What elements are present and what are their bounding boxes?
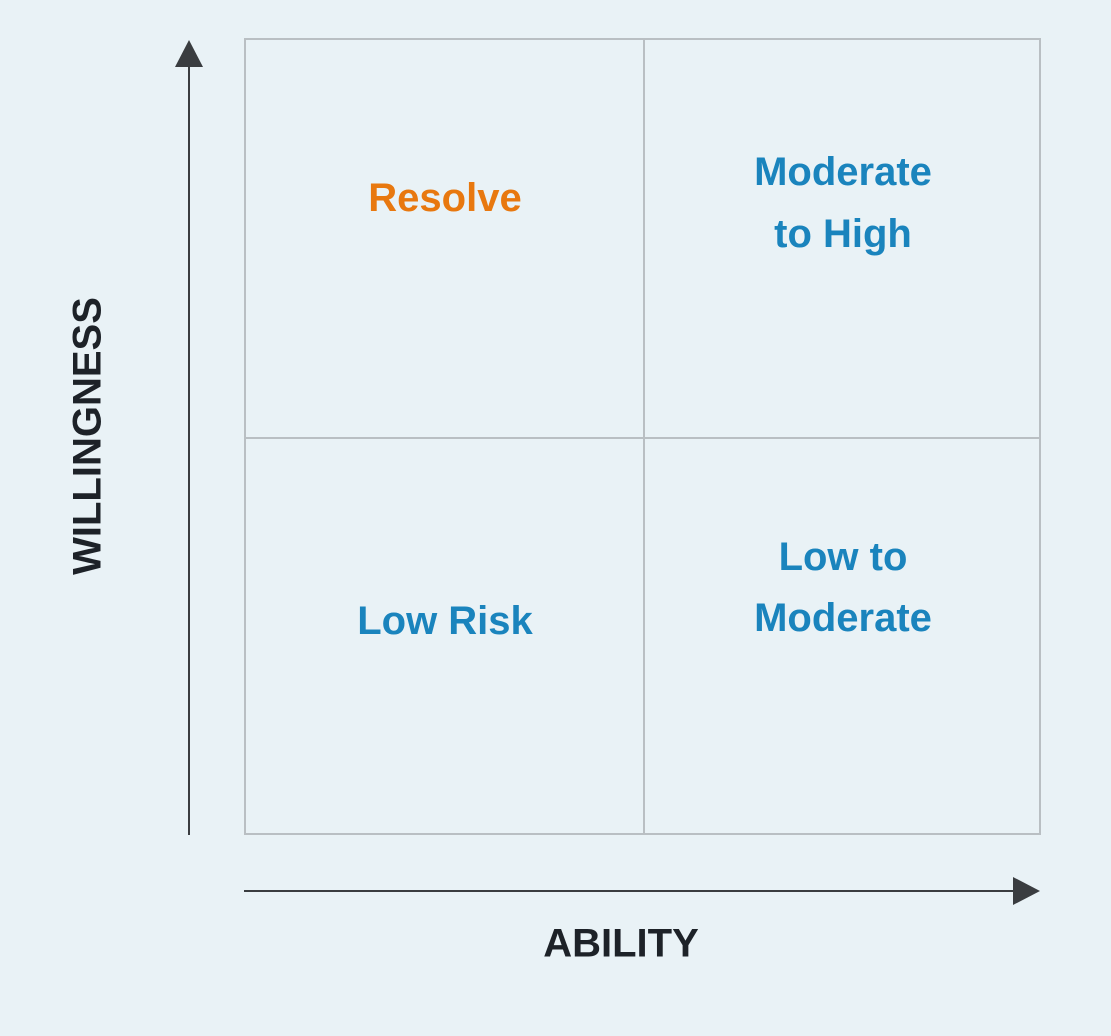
y-axis-arrowhead [175,40,203,67]
vertical-divider [643,40,645,833]
quadrant-label-low-to-moderate-line2: Moderate [754,596,932,640]
x-axis-title: ABILITY [543,921,699,966]
quadrant-label-resolve: Resolve [368,176,522,220]
y-axis-title: WILLINGNESS [65,297,110,575]
quadrant-label-moderate-to-high-line1: Moderate [754,150,932,194]
quadrant-top-left: Resolve [246,40,644,438]
quadrant-label-low-to-moderate-line1: Low to [778,535,908,579]
quadrant-bottom-left: Low Risk [246,438,644,836]
quadrant-label-moderate-to-high-line2: to High [774,212,912,256]
quadrant-bottom-right: Low to Moderate [644,438,1042,836]
horizontal-divider [246,437,1039,439]
quadrant-grid: Resolve Moderate to High Low Risk Low to… [244,38,1041,835]
quadrant-top-right: Moderate to High [644,40,1042,438]
x-axis-arrowhead [1013,877,1040,905]
quadrant-label-low-risk: Low Risk [357,599,533,643]
